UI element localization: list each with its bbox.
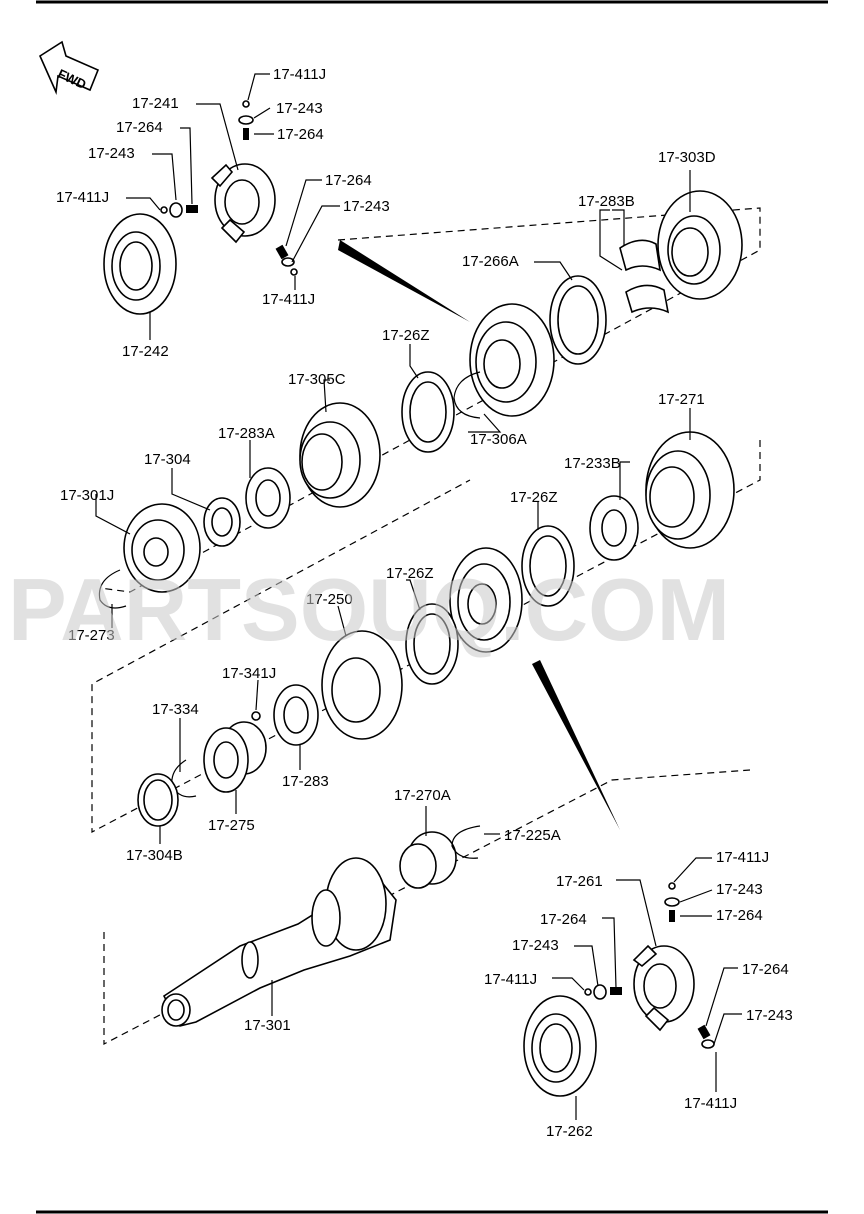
callout-17-225A: 17-225A [504,827,561,844]
callout-17-243: 17-243 [512,937,559,954]
callout-17-233B: 17-233B [564,455,621,472]
ball-17-341J [251,711,261,721]
gear-17-271 [645,431,735,549]
gear-17-250 [321,630,403,740]
callout-17-266A: 17-266A [462,253,519,270]
callout-17-241: 17-241 [132,95,179,112]
upper-dash-box [99,207,761,593]
callout-17-411J: 17-411J [716,849,769,866]
bearing-17-283B [619,239,670,314]
callout-17-264: 17-264 [540,911,587,928]
snap-ring-17-306A [453,371,481,419]
callout-17-250: 17-250 [306,591,353,608]
ball-spring-set-upper [160,100,298,276]
bearing-17-301J [123,503,201,593]
washer-17-304B [137,773,179,827]
collar-17-275 [203,721,267,793]
callout-17-264: 17-264 [277,126,324,143]
callout-17-242: 17-242 [122,343,169,360]
callout-17-341J: 17-341J [222,665,276,682]
callout-17-301J: 17-301J [60,487,114,504]
gear-17-303D [657,190,743,300]
synchro-hub-upper [210,163,276,244]
mainshaft-17-301 [161,857,397,1027]
ball-spring-set-lower [584,882,715,1049]
collar-17-304 [203,497,241,547]
gear-17-305C [299,402,381,508]
callout-17-283B: 17-283B [578,193,635,210]
callout-17-264: 17-264 [742,961,789,978]
callout-17-301: 17-301 [244,1017,291,1034]
callout-17-26Z: 17-26Z [510,489,558,506]
synchro-ring-17-26Z-lower [405,603,459,685]
bearing-17-233B [589,495,639,561]
callout-17-261: 17-261 [556,873,603,890]
sleeve-17-242 [103,213,177,315]
clutch-hub-lower [449,547,523,653]
synchro-hub-lower [632,944,695,1032]
synchro-ring-17-26Z-middle [521,525,575,607]
callout-17-26Z: 17-26Z [386,565,434,582]
callout-17-264: 17-264 [325,172,372,189]
callout-17-411J: 17-411J [262,291,315,308]
bearing-17-283A [245,467,291,529]
leader-lines [95,73,742,1120]
callout-17-273: 17-273 [68,627,115,644]
callout-17-271: 17-271 [658,391,705,408]
clutch-hub-upper [469,303,555,417]
forward-arrow-icon: FWD [38,40,100,95]
callout-17-275: 17-275 [208,817,255,834]
callout-17-305C: 17-305C [288,371,346,388]
callout-17-304B: 17-304B [126,847,183,864]
callout-17-306A: 17-306A [470,431,527,448]
watermark: PARTSOUQ.COM [8,560,730,659]
callout-17-411J: 17-411J [56,189,109,206]
callout-labels: 17-411J 17-243 17-264 17-241 17-264 17-2… [56,66,793,1140]
callout-17-303D: 17-303D [658,149,716,166]
callout-17-262: 17-262 [546,1123,593,1140]
callout-17-243: 17-243 [276,100,323,117]
callout-17-411J: 17-411J [273,66,326,83]
callout-17-283: 17-283 [282,773,329,790]
callout-17-304: 17-304 [144,451,191,468]
callout-17-411J: 17-411J [684,1095,737,1112]
bearing-17-283 [273,684,319,746]
middle-dash-box [91,440,761,833]
callout-17-243: 17-243 [88,145,135,162]
snap-ring-17-273 [98,569,127,609]
callout-17-243: 17-243 [716,881,763,898]
callout-17-26Z: 17-26Z [382,327,430,344]
callout-17-270A: 17-270A [394,787,451,804]
callout-17-243: 17-243 [746,1007,793,1024]
flow-arrow-upper [338,240,470,322]
callout-17-283A: 17-283A [218,425,275,442]
callout-17-264: 17-264 [116,119,163,136]
callout-17-411J: 17-411J [484,971,537,988]
snap-ring-17-225A [451,825,481,859]
synchro-ring-17-26Z-upper [401,371,455,453]
bushing-17-270A [399,831,457,889]
synchro-ring-17-266A [549,275,607,365]
callout-17-264: 17-264 [716,907,763,924]
flow-arrow-lower [532,660,620,830]
callout-17-334: 17-334 [152,701,199,718]
sleeve-17-262 [523,995,597,1097]
callout-17-243: 17-243 [343,198,390,215]
